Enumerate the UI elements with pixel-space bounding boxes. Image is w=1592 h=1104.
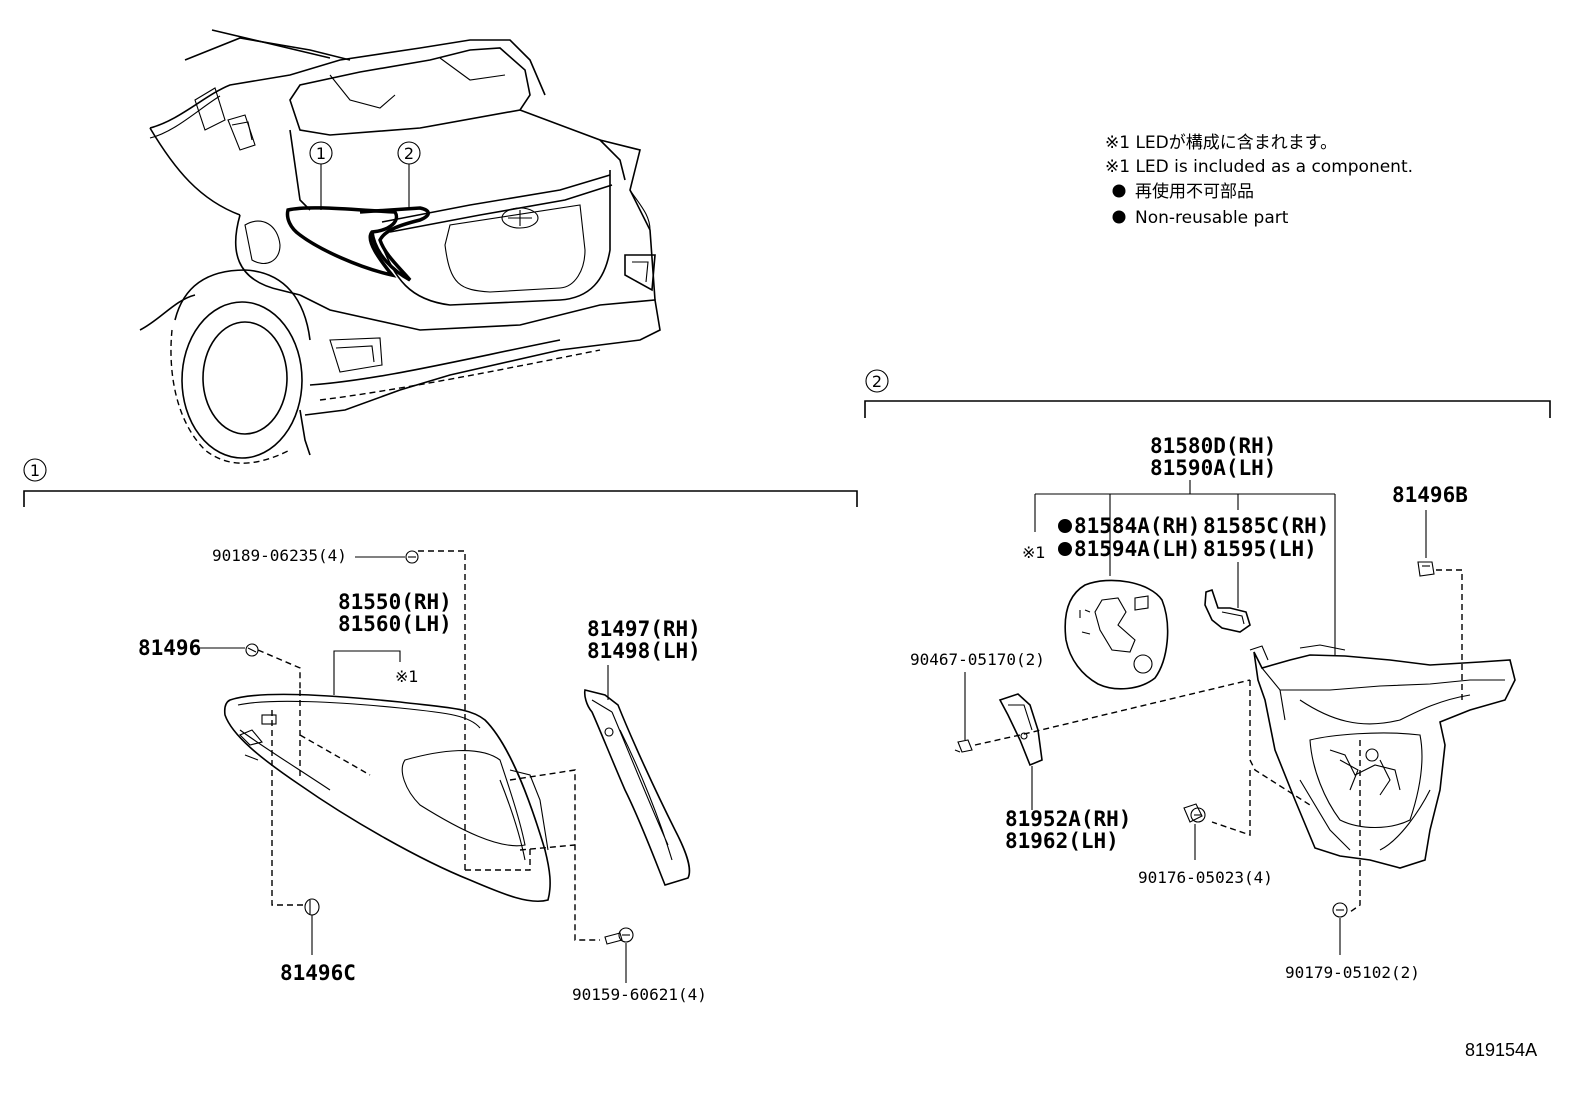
part-rear-lamp-body xyxy=(1211,644,1516,913)
part-90179-05102: 90179-05102(2) xyxy=(1285,902,1420,982)
part-90176-05023: 90176-05023(4) xyxy=(1138,803,1273,887)
part-label-90159-60621: 90159-60621(4) xyxy=(572,985,707,1004)
note-nonreusable-english: Non-reusable part xyxy=(1135,208,1289,228)
part-label-81560: 81560(LH) xyxy=(338,612,452,636)
part-81496c: 81496C xyxy=(271,710,356,985)
non-reusable-bullet-icon xyxy=(1058,519,1072,533)
group-2-bracket: 2 xyxy=(864,369,1551,418)
non-reusable-bullet-icon xyxy=(1112,210,1126,224)
part-label-90189-06235: 90189-06235(4) xyxy=(212,546,347,565)
part-label-81498: 81498(LH) xyxy=(587,639,701,663)
part-90159-60621: 90159-60621(4) xyxy=(572,927,707,1004)
drawing-code: 819154A xyxy=(1465,1040,1537,1060)
part-label-90467-05170: 90467-05170(2) xyxy=(910,650,1045,669)
group-2-callout-label: 2 xyxy=(872,372,882,391)
part-label-81497: 81497(RH) xyxy=(587,617,701,641)
non-reusable-bullet-icon xyxy=(1112,184,1126,198)
part-label-81595: 81595(LH) xyxy=(1203,537,1317,561)
non-reusable-bullet-icon xyxy=(1058,542,1072,556)
note-nonreusable-japanese: 再使用不可部品 xyxy=(1135,181,1254,202)
part-label-81496c: 81496C xyxy=(280,961,356,985)
part-81580d-lamp-assy: 81580D(RH) 81590A(LH) ※1 xyxy=(1022,434,1336,655)
part-label-81496: 81496 xyxy=(138,636,201,660)
legend-notes: ※1 LEDが構成に含まれます。 ※1 LED is included as a… xyxy=(1105,133,1413,228)
group-1-callout-label: 1 xyxy=(30,461,40,480)
part-label-81962: 81962(LH) xyxy=(1005,829,1119,853)
part-81496b: 81496B xyxy=(1392,483,1468,700)
vehicle-rear-illustration xyxy=(139,29,661,464)
part-label-81952a: 81952A(RH) xyxy=(1005,807,1131,831)
led-marker-1: ※1 xyxy=(395,667,419,686)
part-81585c: 81585C(RH) 81595(LH) xyxy=(1203,514,1329,633)
part-81497-garnish: 81497(RH) 81498(LH) xyxy=(509,617,701,941)
part-90467-05170: 90467-05170(2) xyxy=(910,650,1251,753)
part-81496: 81496 xyxy=(138,636,301,690)
vehicle-callout-2: 2 xyxy=(397,141,421,210)
group-1-bracket: 1 xyxy=(23,458,858,507)
part-90189-06235: 90189-06235(4) xyxy=(212,546,466,870)
part-81584a: 81584A(RH) 81594A(LH) xyxy=(1058,514,1200,690)
note-led-japanese: ※1 LEDが構成に含まれます。 xyxy=(1105,133,1337,153)
part-label-81594a: 81594A(LH) xyxy=(1074,537,1200,561)
part-label-81584a: 81584A(RH) xyxy=(1074,514,1200,538)
part-81550-tail-lamp: 81550(RH) 81560(LH) ※1 xyxy=(223,590,551,903)
note-led-english: ※1 LED is included as a component. xyxy=(1105,157,1413,177)
part-label-81590a: 81590A(LH) xyxy=(1150,456,1276,480)
vehicle-callout-2-label: 2 xyxy=(404,144,414,163)
part-label-81580d: 81580D(RH) xyxy=(1150,434,1276,458)
part-81952a-reflector: 81952A(RH) 81962(LH) xyxy=(998,693,1131,853)
part-label-90176-05023: 90176-05023(4) xyxy=(1138,868,1273,887)
part-label-81550: 81550(RH) xyxy=(338,590,452,614)
part-label-90179-05102: 90179-05102(2) xyxy=(1285,963,1420,982)
led-marker-1-group2: ※1 xyxy=(1022,543,1046,562)
part-label-81585c: 81585C(RH) xyxy=(1203,514,1329,538)
vehicle-callout-1-label: 1 xyxy=(316,144,326,163)
vehicle-callout-1: 1 xyxy=(309,141,333,210)
part-label-81496b: 81496B xyxy=(1392,483,1468,507)
